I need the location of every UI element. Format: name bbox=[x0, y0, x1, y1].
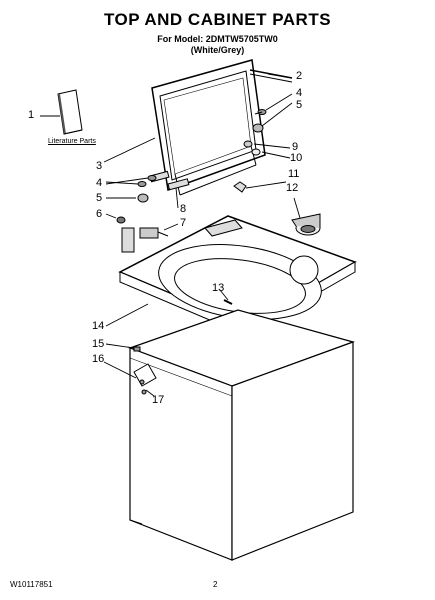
doc-number: W10117851 bbox=[10, 580, 53, 589]
dispenser-cup-12-icon bbox=[291, 213, 321, 236]
bracket-16-icon bbox=[133, 363, 157, 395]
callout-4a: 4 bbox=[296, 87, 303, 99]
callout-12: 12 bbox=[286, 182, 299, 194]
switch-bracket-icon bbox=[121, 227, 135, 253]
clip-11-icon bbox=[233, 181, 247, 193]
callout-15: 15 bbox=[92, 338, 105, 350]
callout-5a: 5 bbox=[296, 99, 303, 111]
callout-9: 9 bbox=[292, 141, 299, 153]
lid-assembly bbox=[149, 59, 293, 196]
callout-10: 10 bbox=[290, 152, 303, 164]
callout-14: 14 bbox=[92, 320, 105, 332]
screw-4a-icon bbox=[254, 109, 267, 115]
lid-switch-7-icon bbox=[139, 227, 169, 239]
callout-17: 17 bbox=[152, 394, 165, 406]
literature-booklet-icon bbox=[57, 89, 83, 135]
screw-5a-icon bbox=[252, 123, 264, 133]
bumper-9-icon bbox=[243, 140, 253, 148]
callout-4b: 4 bbox=[96, 177, 103, 189]
page-title: TOP AND CABINET PARTS bbox=[103, 10, 332, 29]
callout-11: 11 bbox=[288, 168, 300, 180]
cabinet bbox=[128, 309, 355, 561]
callout-13: 13 bbox=[212, 282, 225, 294]
callout-2: 2 bbox=[296, 70, 303, 82]
callout-16: 16 bbox=[92, 353, 105, 365]
callout-1: 1 bbox=[28, 109, 35, 121]
clip-15-icon bbox=[133, 346, 141, 352]
callout-5b: 5 bbox=[96, 192, 103, 204]
bumper-10-icon bbox=[251, 148, 261, 156]
color-line: (White/Grey) bbox=[190, 45, 245, 55]
callout-6: 6 bbox=[96, 208, 103, 220]
leader-lines bbox=[40, 73, 301, 397]
page-number: 2 bbox=[213, 580, 218, 589]
literature-parts-label: Literature Parts bbox=[48, 138, 96, 145]
callout-3: 3 bbox=[96, 160, 103, 172]
screw-13-icon bbox=[223, 299, 233, 305]
model-line: For Model: 2DMTW5705TW0 bbox=[157, 34, 278, 44]
callout-7: 7 bbox=[180, 217, 187, 229]
callout-8: 8 bbox=[180, 203, 187, 215]
nut-6-icon bbox=[116, 216, 126, 224]
screw-5b-icon bbox=[137, 193, 149, 203]
